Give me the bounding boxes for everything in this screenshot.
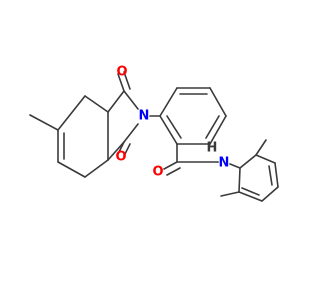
bond-benz1-c xyxy=(209,87,227,117)
bond-benz1-d xyxy=(209,115,227,145)
bond-n-aryl2 xyxy=(229,163,241,169)
bond-co-top-double xyxy=(123,71,131,90)
bond-methyl-top xyxy=(255,139,267,156)
structure-canvas: O O N O N H xyxy=(29,65,279,202)
bond-benz2-b xyxy=(255,154,276,164)
bond-benz2-e xyxy=(238,191,263,202)
bond-ring1-c xyxy=(84,159,109,178)
bond-co-bottom xyxy=(117,141,125,155)
bond-methyl xyxy=(29,114,59,131)
hydrogen-amide-label: H xyxy=(207,141,218,156)
bond-imide-d xyxy=(107,141,125,161)
bond-co-top xyxy=(117,73,125,92)
bond-imide-b xyxy=(123,90,139,110)
bond-imide-a xyxy=(107,90,125,113)
bond-methyl-bottom xyxy=(220,191,240,197)
oxygen-top-label: O xyxy=(116,65,127,80)
nitrogen-imide-label: N xyxy=(139,109,150,124)
bond-amide-co xyxy=(163,161,178,170)
bond-benz2-e-double xyxy=(241,187,260,196)
bond-amide-co-double xyxy=(166,167,181,176)
molecule-diagram: O O N O N H xyxy=(29,64,279,202)
bond-co-bottom-double xyxy=(123,143,131,157)
bond-benz1-f-double xyxy=(166,115,182,139)
bond-benz2-d xyxy=(261,186,279,202)
bond-benz2-f xyxy=(238,167,241,193)
atom-labels: O O N O N H xyxy=(115,65,229,180)
bonds xyxy=(29,71,279,202)
bond-imide-c xyxy=(123,123,139,143)
bond-benz2-c-double xyxy=(268,165,273,186)
bond-benz1-a xyxy=(159,87,178,117)
oxygen-amide-label: O xyxy=(152,165,163,180)
bond-benz2-a xyxy=(239,154,257,169)
nitrogen-amide-label: N xyxy=(219,156,230,171)
bond-ring1-b xyxy=(57,161,86,178)
bond-ring1-f xyxy=(57,95,86,131)
bond-benz1-d-double xyxy=(205,115,220,139)
bond-benz2-c xyxy=(274,162,279,188)
bond-benz1-f xyxy=(159,115,178,145)
bond-ring1-e xyxy=(84,95,109,113)
oxygen-bottom-label: O xyxy=(115,150,126,165)
